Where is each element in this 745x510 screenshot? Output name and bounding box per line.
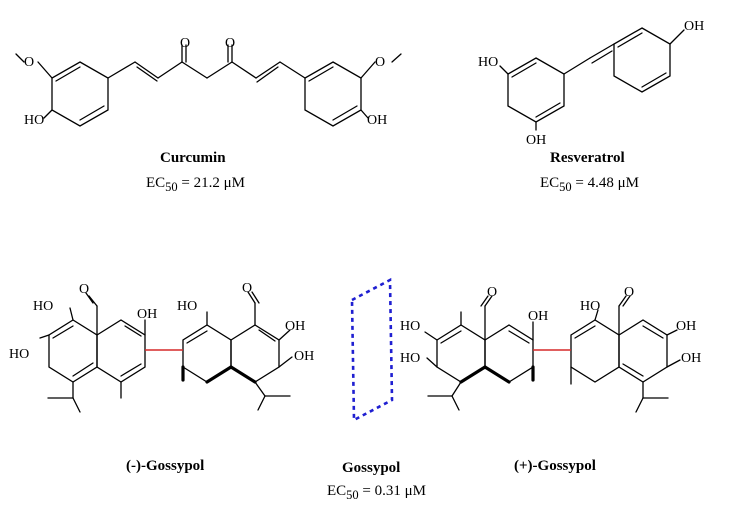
ec-prefix: EC bbox=[327, 483, 347, 499]
atom-label-o: O bbox=[180, 36, 190, 51]
resveratrol-name: Resveratrol bbox=[550, 150, 625, 166]
atom-label-oh: OH bbox=[526, 133, 546, 148]
gossypol-plus-bold-bonds bbox=[459, 365, 535, 384]
ec-subscript: 50 bbox=[559, 180, 572, 194]
atom-label-ho: HO bbox=[24, 113, 44, 128]
atom-label-oh: OH bbox=[528, 309, 548, 324]
atom-label-oh: OH bbox=[367, 113, 387, 128]
atom-label-oh: OH bbox=[285, 319, 305, 334]
atom-label-oh: OH bbox=[676, 319, 696, 334]
atom-label-ho: HO bbox=[478, 55, 498, 70]
gossypol-ec50: EC50 = 0.31 μM bbox=[327, 483, 426, 503]
atom-label-ho: HO bbox=[400, 351, 420, 366]
atom-label-o: O bbox=[624, 285, 634, 300]
atom-label-ho: HO bbox=[580, 299, 600, 314]
resveratrol-structure bbox=[499, 27, 685, 131]
curcumin-structure bbox=[15, 44, 402, 127]
resveratrol-ec50: EC50 = 4.48 μM bbox=[540, 175, 639, 195]
mirror-plane bbox=[350, 277, 394, 423]
atom-label-o: O bbox=[242, 281, 252, 296]
curcumin-name: Curcumin bbox=[160, 150, 226, 166]
atom-labels: O O O O HO OH HO OH OH O HO HO OH HO O O… bbox=[9, 19, 704, 366]
ec-subscript: 50 bbox=[346, 488, 359, 502]
curcumin-ec50: EC50 = 21.2 μM bbox=[146, 175, 245, 195]
gossypol-minus-structure bbox=[39, 291, 293, 413]
atom-label-o: O bbox=[225, 36, 235, 51]
atom-label-oh: OH bbox=[681, 351, 701, 366]
ec-value: = 0.31 μM bbox=[358, 483, 427, 499]
atom-label-o: O bbox=[375, 55, 385, 70]
ec-subscript: 50 bbox=[165, 180, 178, 194]
atom-label-oh: OH bbox=[684, 19, 704, 34]
atom-label-ho: HO bbox=[33, 299, 53, 314]
gossypol-minus-bold-bonds bbox=[181, 365, 257, 384]
atom-label-ho: HO bbox=[9, 347, 29, 362]
atom-label-o: O bbox=[487, 285, 497, 300]
gossypol-name: Gossypol bbox=[342, 460, 401, 476]
atom-label-ho: HO bbox=[177, 299, 197, 314]
atom-label-o: O bbox=[79, 282, 89, 297]
atom-label-oh: OH bbox=[137, 307, 157, 322]
atom-label-o: O bbox=[24, 55, 34, 70]
gossypol-plus-name: (+)-Gossypol bbox=[514, 458, 596, 474]
atom-label-ho: HO bbox=[400, 319, 420, 334]
gossypol-minus-name: (-)-Gossypol bbox=[126, 458, 205, 474]
ec-prefix: EC bbox=[540, 175, 560, 191]
gossypol-plus-structure bbox=[424, 295, 681, 413]
ec-value: = 21.2 μM bbox=[177, 175, 246, 191]
ec-prefix: EC bbox=[146, 175, 166, 191]
ec-value: = 4.48 μM bbox=[571, 175, 640, 191]
atom-label-oh: OH bbox=[294, 349, 314, 364]
